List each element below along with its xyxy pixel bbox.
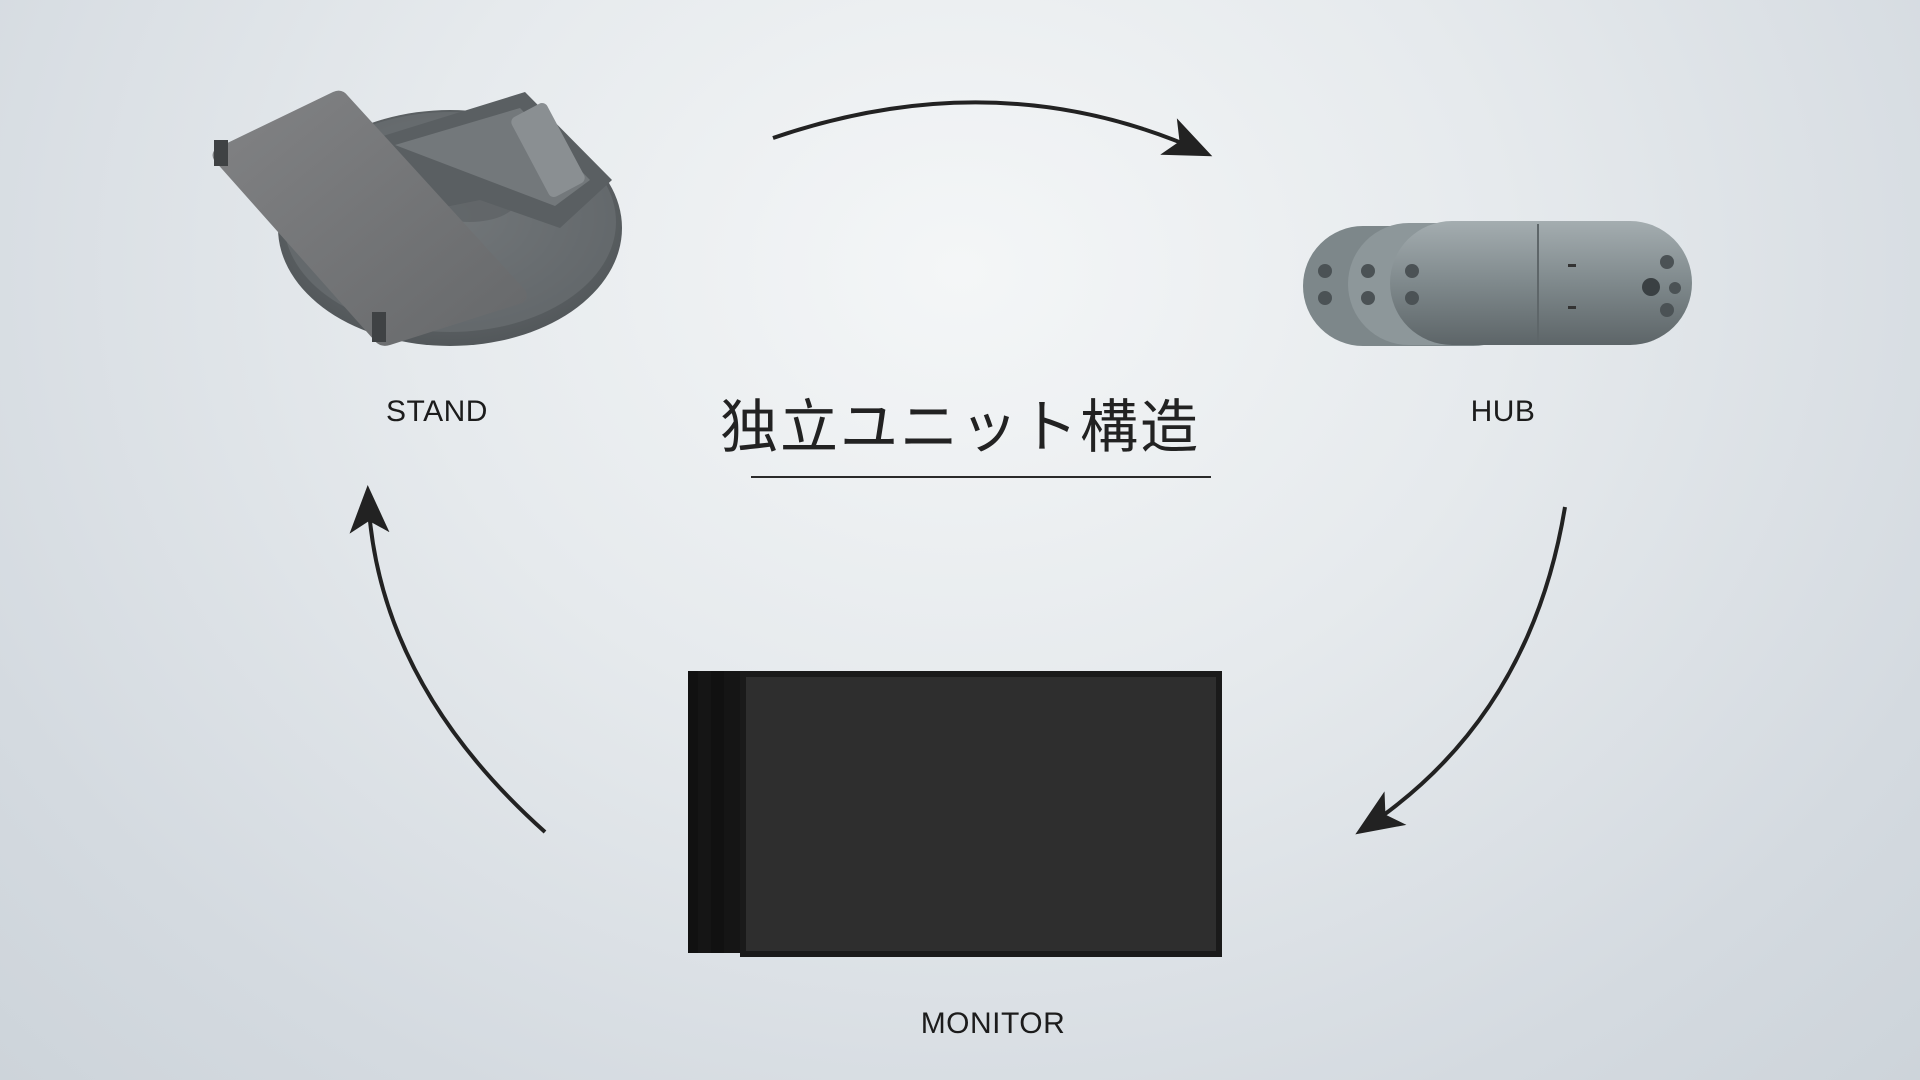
monitor-illustration	[688, 671, 1222, 957]
title-underline	[751, 476, 1211, 478]
stand-illustration	[212, 90, 622, 346]
diagram-title: 独立ユニット構造	[719, 393, 1200, 461]
monitor-label: MONITOR	[920, 1007, 1066, 1040]
arrow-hub-to-monitor	[1355, 506, 1567, 835]
arrow-stand-to-hub	[772, 100, 1213, 157]
stand-label: STAND	[386, 395, 488, 428]
arrow-monitor-to-stand	[349, 485, 547, 834]
hub-illustration	[1303, 221, 1692, 346]
hub-label: HUB	[1470, 395, 1536, 428]
